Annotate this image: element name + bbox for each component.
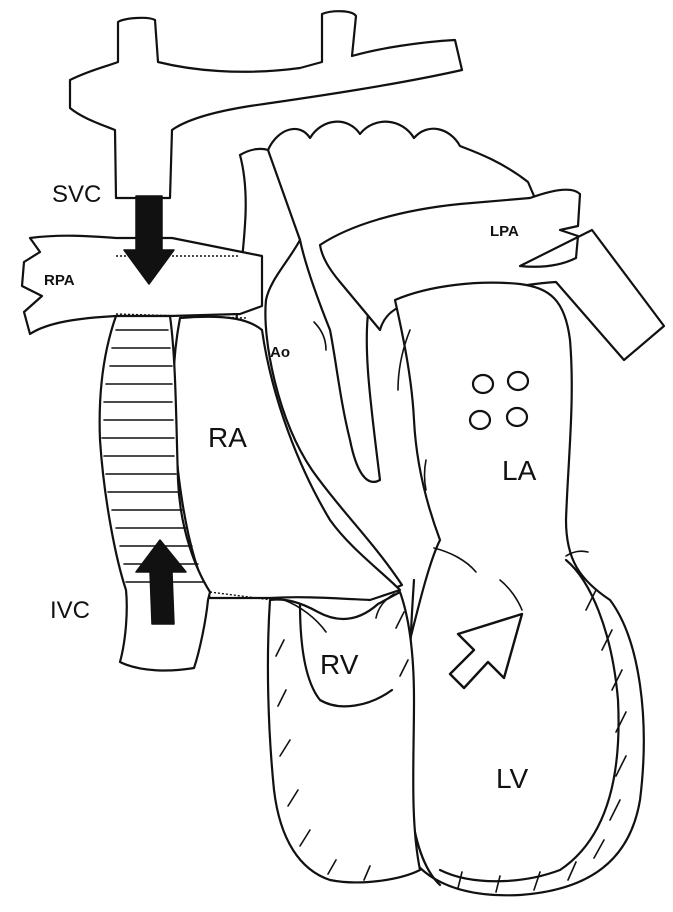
label-la: LA (502, 455, 537, 486)
label-rpa: RPA (44, 272, 75, 289)
label-ivc: IVC (50, 597, 90, 624)
label-lpa: LPA (490, 223, 519, 240)
right-ventricle (268, 592, 420, 882)
label-ao: Ao (270, 344, 290, 361)
label-svc: SVC (52, 181, 101, 208)
label-rv: RV (320, 649, 359, 680)
label-ra: RA (208, 422, 247, 453)
label-lv: LV (496, 763, 528, 794)
